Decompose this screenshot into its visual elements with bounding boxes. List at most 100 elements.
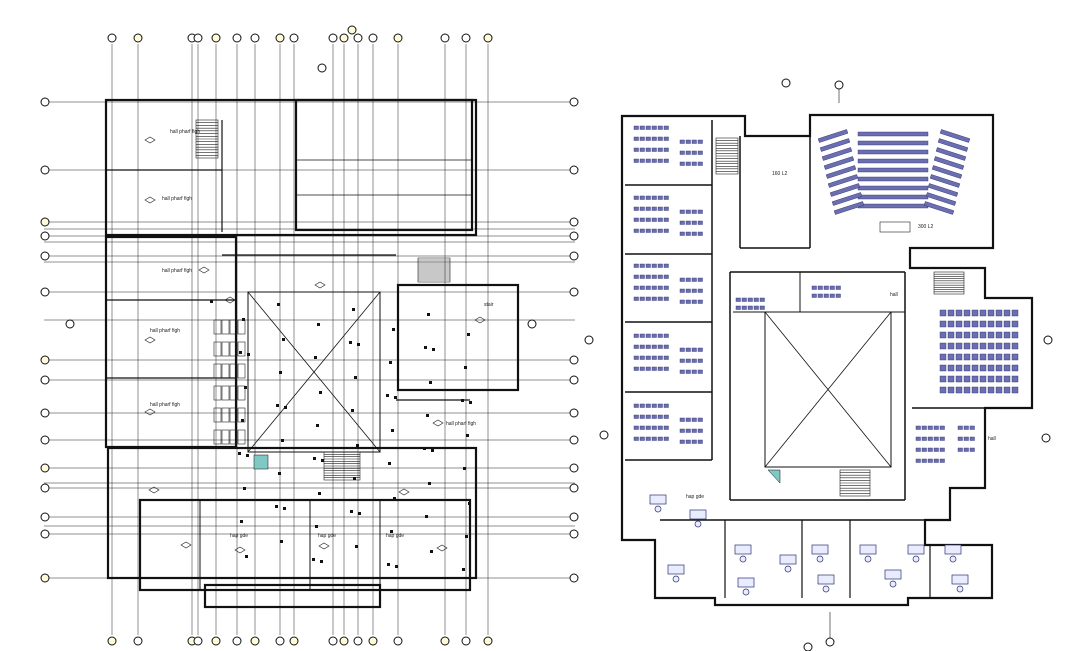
office-desk [859,544,877,555]
grid-bubble [40,573,50,583]
desk-seat [651,228,657,233]
desk-seat [685,369,691,374]
desk-seat [663,147,669,152]
desk-seat [639,414,645,419]
lecture-seat [947,364,955,372]
left-room-label: stair [484,302,494,308]
auditorium-seat-row [929,174,961,188]
lecture-seat [963,320,971,328]
fixture-outline [221,363,230,379]
column-marker [431,449,434,452]
grid-bubble [527,319,537,329]
desk-seat [921,458,927,463]
grid-bubble [393,636,403,646]
lecture-seat [939,331,947,339]
elevation-marker [436,544,448,552]
column-marker [394,396,397,399]
desk-seat [633,296,639,301]
elevation-marker [144,336,156,344]
auditorium-seat-row [857,203,929,209]
lecture-seat [987,386,995,394]
grid-bubble [353,33,363,43]
desk-seat [639,436,645,441]
desk-seat [639,366,645,371]
desk-seat [679,209,685,214]
desk-seat [633,425,639,430]
desk-seat [939,425,945,430]
desk-seat [939,436,945,441]
desk-seat [685,139,691,144]
desk-seat [633,274,639,279]
desk-seat [811,293,817,298]
desk-seat [639,425,645,430]
lecture-seat [947,342,955,350]
lecture-seat [939,375,947,383]
desk-seat [663,403,669,408]
column-marker [464,366,467,369]
desk-seat [939,458,945,463]
desk-seat [747,305,753,310]
desk-seat [639,147,645,152]
desk-seat [639,263,645,268]
lecture-seat [979,353,987,361]
desk-seat [657,136,663,141]
left-room-label: hap gde [230,533,248,539]
desk-seat [691,161,697,166]
auditorium-seat-row [927,183,959,197]
desk-seat [663,344,669,349]
column-marker [246,454,249,457]
lecture-seat [987,309,995,317]
glazing-panel [253,454,269,470]
lecture-seat [955,342,963,350]
right-atrium-void [764,311,892,468]
column-marker [321,459,324,462]
lecture-seat [1003,364,1011,372]
column-marker [244,386,247,389]
grid-bubble [569,512,579,522]
lecture-seat [1003,353,1011,361]
desk-seat [645,436,651,441]
office-chair [694,520,702,528]
desk-seat [663,414,669,419]
lecture-seat [1003,342,1011,350]
office-chair [816,555,824,563]
column-marker [466,434,469,437]
desk-seat [663,436,669,441]
column-marker [243,487,246,490]
desk-seat [685,209,691,214]
column-marker [388,462,391,465]
fixture-outline [213,407,222,423]
fixture-outline [237,363,246,379]
right-stair-blocks [715,137,965,497]
lecture-seat [955,309,963,317]
desk-seat [639,206,645,211]
office-chair [742,588,750,596]
column-marker [427,313,430,316]
lecture-seat [963,342,971,350]
column-marker [387,563,390,566]
desk-seat [679,358,685,363]
office-desk [667,564,685,575]
column-marker [432,348,435,351]
left-horizontal-gridlines [44,101,575,579]
grid-bubble [483,33,493,43]
lecture-seat [995,375,1003,383]
right-room-label: hall [988,436,996,442]
column-marker [314,356,317,359]
desk-seat [645,228,651,233]
lecture-seat [987,364,995,372]
column-marker [278,472,281,475]
desk-seat [639,285,645,290]
fixture-outline [237,407,246,423]
desk-seat [651,333,657,338]
stage [879,221,911,233]
right-walls [620,113,1034,607]
desk-seat [657,403,663,408]
left-room-label: hap gde [386,533,404,539]
desk-seat [663,228,669,233]
auditorium-seat-row [833,201,865,215]
grid-bubble [250,636,260,646]
office-chair [822,585,830,593]
fixture-outline [213,363,222,379]
right-floor-plan: 160 L2 300 L2 hall hap gde hall [253,78,1053,651]
